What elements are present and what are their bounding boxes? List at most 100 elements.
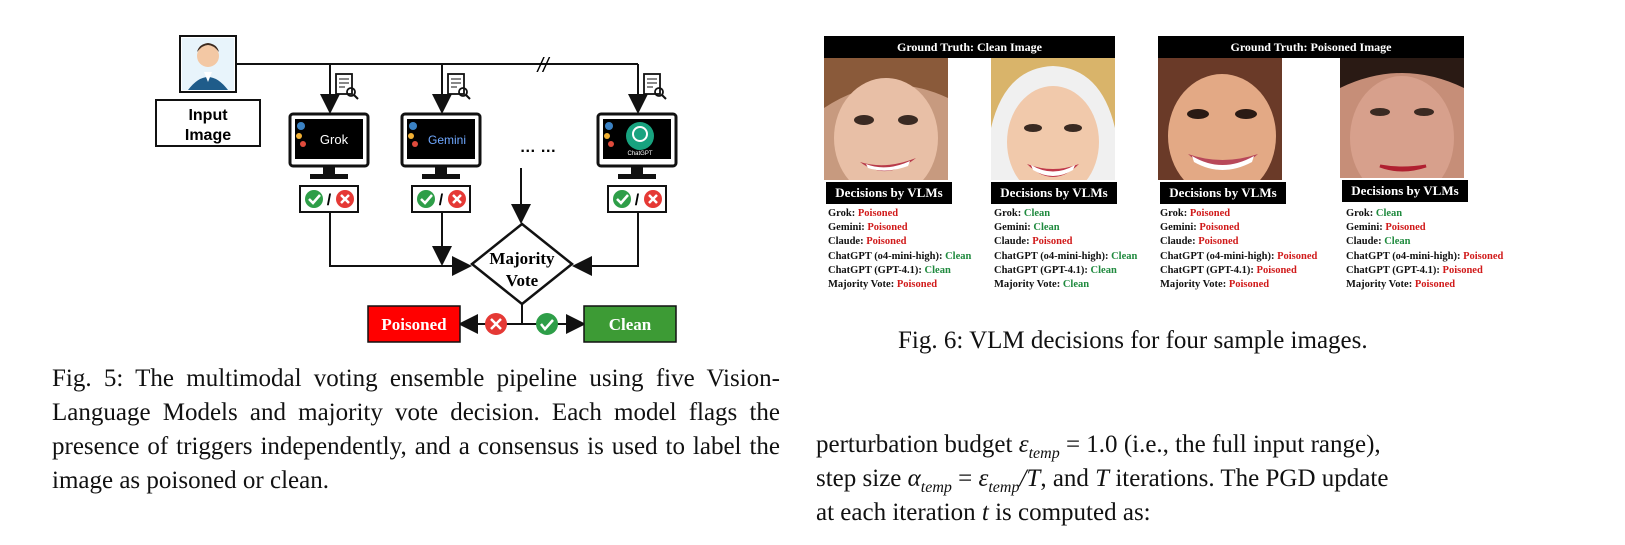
decision-row: Gemini: Poisoned xyxy=(1346,221,1503,235)
group-title: Ground Truth: Clean Image xyxy=(824,36,1115,58)
verdict: Clean xyxy=(945,250,972,262)
decision-row: Gemini: Poisoned xyxy=(828,221,971,235)
verdict: Poisoned xyxy=(1256,264,1297,276)
verdict: Poisoned xyxy=(866,236,907,248)
verdict: Poisoned xyxy=(1277,250,1318,262)
fig5-caption: Fig. 5: The multimodal voting ensemble p… xyxy=(52,365,780,494)
decision-row: Grok: Clean xyxy=(1346,207,1503,221)
fig5-pipeline-diagram: Input Image // Grok Gemini xyxy=(155,35,678,343)
decision-row: Gemini: Poisoned xyxy=(1160,221,1317,235)
decision-row: ChatGPT (GPT-4.1): Poisoned xyxy=(1346,264,1503,278)
slash: / xyxy=(327,192,332,209)
document-search-icon xyxy=(643,73,667,100)
model-name: Majority Vote: xyxy=(1160,279,1227,291)
poisoned-label: Poisoned xyxy=(381,315,447,334)
verdict: Clean xyxy=(1090,264,1117,276)
model-name: Gemini: xyxy=(1346,222,1383,234)
verdict: Clean xyxy=(1384,236,1411,248)
model-name: ChatGPT (o4-mini-high): xyxy=(994,250,1109,262)
verdict-box: / xyxy=(411,185,471,213)
decision-row: Majority Vote: Clean xyxy=(994,278,1137,292)
sample-face-image xyxy=(1340,58,1464,198)
decision-row: ChatGPT (GPT-4.1): Poisoned xyxy=(1160,264,1317,278)
model-name: ChatGPT (GPT-4.1): xyxy=(828,264,922,276)
verdict: Poisoned xyxy=(1442,264,1483,276)
verdict: Poisoned xyxy=(1385,222,1426,234)
input-person-icon xyxy=(179,35,237,93)
body-line: perturbation budget εtemp = 1.0 (i.e., t… xyxy=(816,431,1381,462)
model-name: Majority Vote: xyxy=(994,279,1061,291)
model-name: Gemini: xyxy=(994,222,1031,234)
decision-row: ChatGPT (o4-mini-high): Clean xyxy=(994,250,1137,264)
model-name: ChatGPT (o4-mini-high): xyxy=(1160,250,1275,262)
sample-face-image xyxy=(1158,58,1282,198)
model-name: Gemini: xyxy=(828,222,865,234)
model-name: Gemini: xyxy=(1160,222,1197,234)
slash: / xyxy=(635,192,640,209)
verdict-box: / xyxy=(607,185,667,213)
verdict: Poisoned xyxy=(896,279,938,291)
decision-row: ChatGPT (o4-mini-high): Clean xyxy=(828,250,971,264)
model-name: Grok: xyxy=(828,208,856,219)
model-name: Grok: xyxy=(1346,208,1374,219)
gemini-label: Gemini xyxy=(428,133,466,147)
verdict: Clean xyxy=(1023,208,1051,219)
break-mark: // xyxy=(535,55,551,77)
decision-row: Gemini: Clean xyxy=(994,221,1137,235)
model-name: Claude: xyxy=(994,236,1030,248)
verdict: Clean xyxy=(1062,279,1090,291)
decision-row: Majority Vote: Poisoned xyxy=(1160,278,1317,292)
poisoned-box xyxy=(367,305,461,343)
decision-row: Claude: Poisoned xyxy=(1160,235,1317,249)
decision-row: ChatGPT (GPT-4.1): Clean xyxy=(828,264,971,278)
verdict: Clean xyxy=(1111,250,1138,262)
model-name: Claude: xyxy=(828,236,864,248)
decision-row: Grok: Poisoned xyxy=(828,207,971,221)
decision-row: Grok: Clean xyxy=(994,207,1137,221)
decisions-label: Decisions by VLMs xyxy=(1158,180,1288,206)
document-search-icon xyxy=(335,73,359,100)
decisions-label: Decisions by VLMs xyxy=(824,180,954,206)
model-name: Claude: xyxy=(1160,236,1196,248)
decision-row: Majority Vote: Poisoned xyxy=(828,278,971,292)
model-name: Grok: xyxy=(1160,208,1188,219)
decision-row: Claude: Poisoned xyxy=(994,235,1137,249)
model-name: ChatGPT (o4-mini-high): xyxy=(1346,250,1461,262)
verdict: Poisoned xyxy=(1198,236,1239,248)
model-name: ChatGPT (GPT-4.1): xyxy=(994,264,1088,276)
body-line: step size αtemp = εtemp/T, and T iterati… xyxy=(816,465,1389,496)
verdict: Poisoned xyxy=(1199,222,1240,234)
sample-face-image xyxy=(991,58,1115,198)
body-line: at each iteration t is computed as: xyxy=(816,499,1151,526)
vote-line1: Majority xyxy=(489,249,555,268)
decision-row: ChatGPT (GPT-4.1): Clean xyxy=(994,264,1137,278)
verdict: Poisoned xyxy=(1032,236,1073,248)
decisions-label: Decisions by VLMs xyxy=(989,180,1119,206)
model-name: ChatGPT (GPT-4.1): xyxy=(1160,264,1254,276)
verdict: Clean xyxy=(924,264,951,276)
verdict: Poisoned xyxy=(1228,279,1270,291)
model-name: Majority Vote: xyxy=(1346,279,1413,291)
sample-face-image xyxy=(824,58,948,198)
model-name: ChatGPT (GPT-4.1): xyxy=(1346,264,1440,276)
verdict: Clean xyxy=(1033,222,1060,234)
vote-line2: Vote xyxy=(506,271,539,290)
slash: / xyxy=(439,192,444,209)
verdict-box: / xyxy=(299,185,359,213)
decision-row: Grok: Poisoned xyxy=(1160,207,1317,221)
body-paragraph: perturbation budget εtemp = 1.0 (i.e., t… xyxy=(816,428,1541,530)
gemini-monitor-icon: Gemini xyxy=(400,112,482,179)
document-search-icon xyxy=(447,73,471,100)
input-label-line2: Image xyxy=(185,127,231,144)
decision-row: ChatGPT (o4-mini-high): Poisoned xyxy=(1160,250,1317,264)
clean-group: Ground Truth: Clean Image xyxy=(824,36,1115,58)
verdict: Clean xyxy=(1375,208,1403,219)
clean-label: Clean xyxy=(609,315,652,334)
chatgpt-monitor-icon: ChatGPT xyxy=(596,112,678,179)
decision-row: Claude: Poisoned xyxy=(828,235,971,249)
poisoned-group: Ground Truth: Poisoned Image xyxy=(1158,36,1464,58)
model-name: Majority Vote: xyxy=(828,279,895,291)
